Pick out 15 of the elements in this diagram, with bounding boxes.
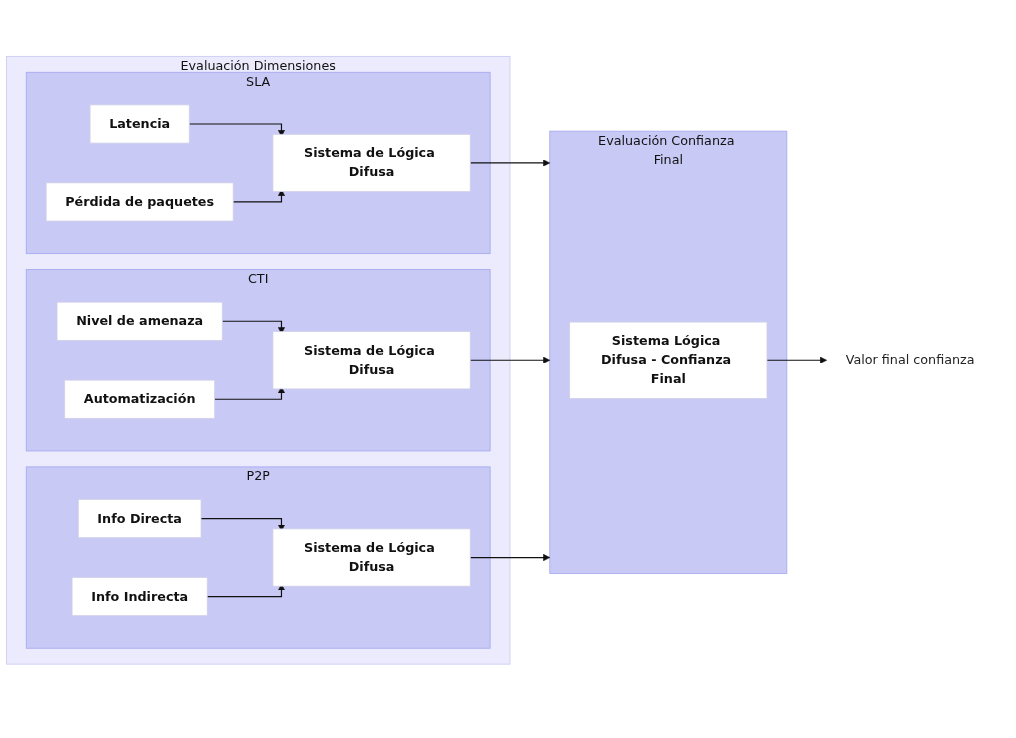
- node-box: Sistema de Lógica Difusa: [272, 133, 471, 192]
- arrow: [766, 356, 827, 364]
- node-box: Sistema de Lógica Difusa: [272, 330, 471, 390]
- node-text: Valor final confianza: [845, 352, 975, 368]
- node-box: Info Indirecta: [71, 576, 208, 616]
- node-box: Sistema Lógica Difusa - Confianza Final: [569, 321, 768, 399]
- arrow: [469, 159, 551, 167]
- arrow: [469, 356, 551, 364]
- node-box: Nivel de amenaza: [56, 301, 223, 341]
- arrow: [469, 553, 551, 561]
- node-box: Latencia: [89, 104, 190, 144]
- node-box: Automatización: [64, 379, 216, 419]
- node-box: Info Directa: [77, 498, 202, 538]
- node-box: Pérdida de paquetes: [45, 182, 234, 222]
- node-box: Sistema de Lógica Difusa: [272, 528, 471, 587]
